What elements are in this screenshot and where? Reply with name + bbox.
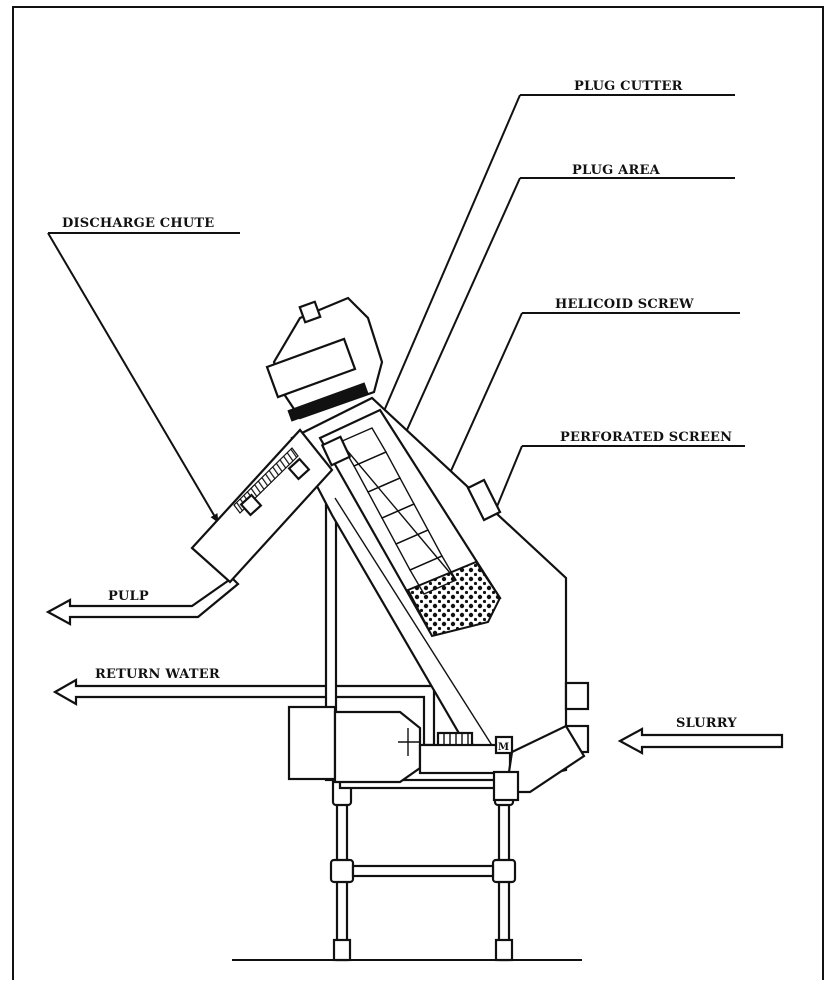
plug-area-leader	[397, 177, 521, 451]
screw-barrel	[318, 408, 502, 638]
drive-coupling	[287, 382, 369, 422]
drive-cap	[298, 300, 322, 324]
chute-window-2	[287, 457, 311, 481]
slurry-inflow: SLURRY	[617, 716, 784, 755]
slurry-label: SLURRY	[676, 716, 737, 731]
motor-body	[333, 710, 422, 784]
discharge-chute-label: DISCHARGE CHUTE	[62, 216, 214, 231]
discharge-chute-leader	[47, 232, 219, 523]
plug-area-callout: PLUG AREA	[397, 163, 735, 451]
chute-body	[190, 428, 334, 584]
right-brace-joint	[491, 858, 517, 884]
slurry-arrow	[617, 727, 784, 755]
return-water-label: RETURN WATER	[95, 667, 220, 682]
housing-port-upper	[564, 681, 590, 711]
motor-mark-box	[494, 735, 514, 755]
plug-cutter-leader	[377, 94, 521, 426]
pulp-outflow: PULP	[45, 576, 240, 626]
discharge-chute-callout: DISCHARGE CHUTE	[47, 216, 240, 523]
housing-bracket	[466, 478, 502, 522]
pulp-label: PULP	[108, 589, 149, 604]
motor-end-cap	[287, 705, 337, 781]
plug-cutter-callout: PLUG CUTTER	[377, 79, 735, 426]
chute-window-1	[239, 493, 263, 517]
helicoid-screw-label: HELICOID SCREW	[555, 297, 694, 312]
drive-motor	[265, 337, 357, 399]
top-drive	[265, 296, 384, 422]
plug-area-label: PLUG AREA	[572, 163, 661, 178]
motor-mark: M	[498, 742, 509, 753]
right-foot	[494, 938, 514, 962]
pulp-arrow	[45, 576, 240, 626]
left-foot	[332, 938, 352, 962]
perforated-screen-label: PERFORATED SCREEN	[560, 430, 732, 445]
housing-inner-edge	[334, 497, 501, 759]
cross-brace	[351, 864, 495, 878]
left-brace-joint	[329, 858, 355, 884]
bottom-drive: M	[287, 705, 586, 802]
discharge-chute	[190, 428, 334, 584]
diagram-frame	[12, 6, 824, 980]
plug-cutter-label: PLUG CUTTER	[574, 79, 683, 94]
helicoid-screw	[338, 427, 458, 595]
plug-cutter-block	[320, 435, 352, 467]
perforated-screen	[406, 560, 502, 638]
support-frame	[232, 503, 582, 962]
inlet-elbow	[492, 770, 520, 802]
